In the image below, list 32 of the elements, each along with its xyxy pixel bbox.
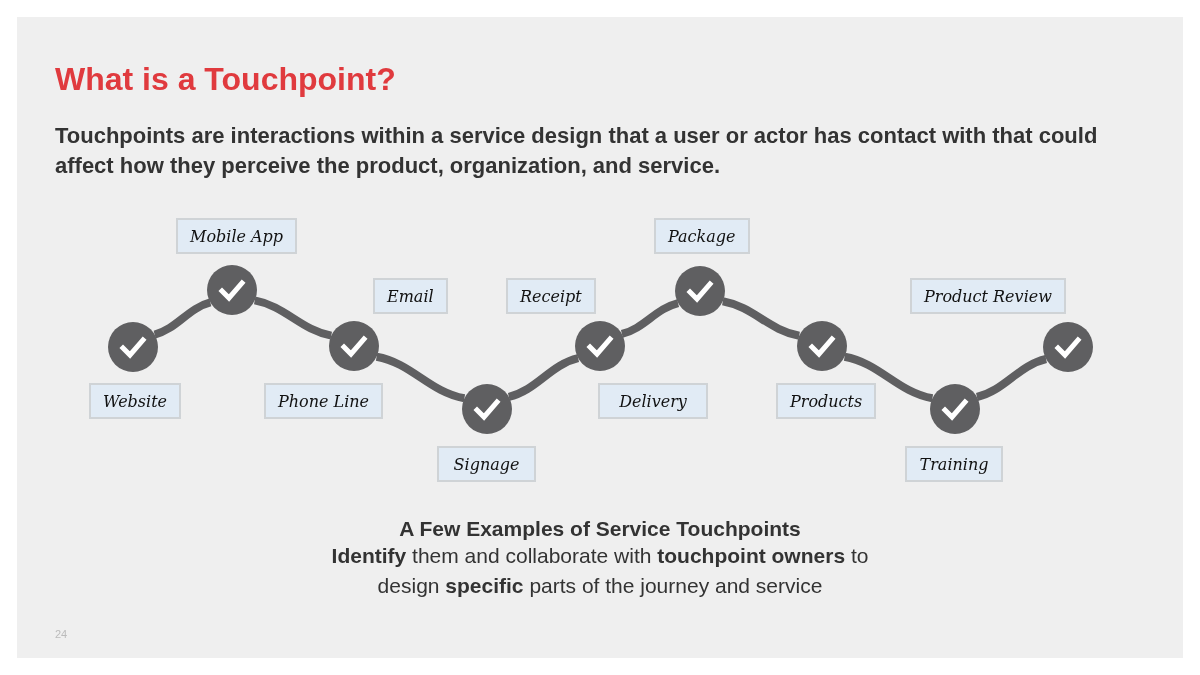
- check-circle-icon: [108, 322, 158, 372]
- wave-line: [620, 299, 680, 338]
- wave-line: [843, 352, 934, 403]
- touchpoint-label: Website: [89, 383, 182, 419]
- summary-sentence: Identify them and collaborate with touchpoint owners to design specific parts of the journey and service: [330, 543, 870, 599]
- touchpoint-label: Delivery: [598, 383, 708, 419]
- check-circle-icon: [329, 321, 379, 371]
- wave-line: [153, 298, 212, 339]
- touchpoint-label: Phone Line: [264, 383, 384, 419]
- touchpoint-label: Mobile App: [176, 218, 298, 254]
- wave-line: [721, 297, 801, 340]
- check-circle-icon: [797, 321, 847, 371]
- wave-line: [253, 296, 333, 340]
- check-circle-icon: [675, 266, 725, 316]
- touchpoint-label: Training: [905, 446, 1003, 482]
- check-circle-icon: [207, 265, 257, 315]
- check-circle-icon: [930, 384, 980, 434]
- touchpoint-label: Email: [373, 278, 448, 314]
- check-circle-icon: [1043, 322, 1093, 372]
- touchpoint-label: Signage: [437, 446, 536, 482]
- check-circle-icon: [575, 321, 625, 371]
- check-circle-icon: [462, 384, 512, 434]
- touchpoint-label: Receipt: [506, 278, 596, 314]
- touchpoint-label: Package: [654, 218, 750, 254]
- wave-line: [975, 355, 1048, 401]
- touchpoint-label: Product Review: [910, 278, 1066, 314]
- slide-title: What is a Touchpoint?: [55, 61, 396, 98]
- wave-line: [375, 352, 466, 403]
- intro-paragraph: Touchpoints are interactions within a service design that a user or actor has contact with that could affect how they perceive the product, organization, and service.: [55, 122, 1099, 180]
- wave-line: [507, 354, 580, 401]
- caption-heading: A Few Examples of Service Touchpoints: [398, 517, 802, 541]
- touchpoint-label: Products: [776, 383, 877, 419]
